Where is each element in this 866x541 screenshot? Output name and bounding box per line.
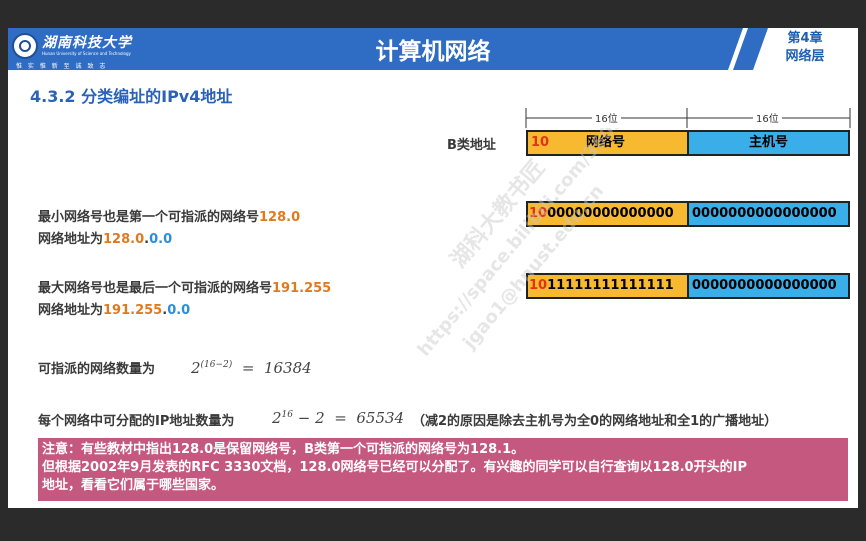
assignable-formula: 2(16−2) = 16384 <box>191 359 312 377</box>
note-line-3: 地址，看看它们属于哪些国家。 <box>42 478 225 493</box>
max-net-value: 191.255 <box>272 281 332 296</box>
min-net-addr-dot: . <box>144 232 150 247</box>
dim-left-label: 16位 <box>592 110 621 125</box>
logo-name: 湖南科技大学 <box>42 35 132 51</box>
min-net-addr-host: 0.0 <box>149 232 173 247</box>
class-prefix-bits: 10 <box>531 135 550 150</box>
host-field-label: 主机号 <box>748 135 788 150</box>
note-box: 注意：有些教材中指出128.0是保留网络号，B类第一个可指派的网络号为128.1… <box>38 438 848 501</box>
per-net-two: 2 <box>315 409 325 427</box>
min-net-line2: 网络地址为128.0.0.0 <box>38 228 172 247</box>
min-net-bits-host: 0000000000000000 <box>687 201 850 227</box>
network-field: 10 网络号 <box>526 130 689 156</box>
max-net-bits-network: 1011111111111111 <box>526 273 689 299</box>
max-net-line2: 网络地址为191.255.0.0 <box>38 299 190 318</box>
per-net-label: 每个网络中可分配的IP地址数量为 <box>38 414 235 429</box>
section-title: 4.3.2 分类编址的IPv4地址 <box>30 87 233 106</box>
per-net-explanation: （减2的原因是除去主机号为全0的网络地址和全1的广播地址） <box>412 414 778 429</box>
chapter-name: 网络层 <box>785 49 825 64</box>
min-net-addr-net: 128.0 <box>103 232 145 247</box>
min-net-line1: 最小网络号也是第一个可指派的网络号128.0 <box>38 206 300 225</box>
per-net-exp: 16 <box>281 410 293 420</box>
min-net-bits-prefix: 10 <box>529 206 548 221</box>
chapter-number: 第4章 <box>787 31 823 46</box>
watermark-line-2: https://space.bilibili.com/360996402 <box>414 128 668 360</box>
assignable-result: 16384 <box>263 359 312 377</box>
dim-right-label: 16位 <box>753 110 782 125</box>
per-net-base: 2 <box>272 409 282 427</box>
max-net-bits-net: 11111111111111 <box>547 278 674 293</box>
logo-motto: 惟 实 惟 新 至 诚 致 志 <box>16 63 108 70</box>
max-net-text: 最大网络号也是最后一个可指派的网络号 <box>38 281 273 296</box>
max-net-line1: 最大网络号也是最后一个可指派的网络号191.255 <box>38 277 331 296</box>
min-net-bits-net: 00000000000000 <box>547 206 674 221</box>
assignable-label: 可指派的网络数量为 <box>38 362 156 377</box>
max-net-bits-prefix: 10 <box>529 278 548 293</box>
class-b-label: B类地址 <box>447 138 496 153</box>
max-net-bits-host: 0000000000000000 <box>687 273 850 299</box>
note-line-2: 但根据2002年9月发表的RFC 3330文档，128.0网络号已经可以分配了。… <box>42 460 747 475</box>
per-net-minus: − <box>297 409 311 427</box>
min-net-value: 128.0 <box>259 210 301 225</box>
watermark: 湖科大教书匠 https://space.bilibili.com/360996… <box>414 128 668 360</box>
note-line-1: 注意：有些教材中指出128.0是保留网络号，B类第一个可指派的网络号为128.1… <box>42 442 525 457</box>
header-bar <box>8 28 768 70</box>
assignable-base: 2 <box>191 359 201 377</box>
slide-title: 计算机网络 <box>375 39 491 65</box>
host-field: 主机号 <box>687 130 850 156</box>
university-emblem-icon <box>12 33 38 59</box>
university-logo: 湖南科技大学 Hunan University of Science and T… <box>10 30 132 70</box>
max-net-addr-net: 191.255 <box>103 303 163 318</box>
slide: 湖南科技大学 Hunan University of Science and T… <box>8 28 858 508</box>
max-net-addr-dot: . <box>162 303 168 318</box>
min-net-addr-text: 网络地址为 <box>38 232 104 247</box>
max-net-addr-host: 0.0 <box>167 303 191 318</box>
bit-width-dimensions <box>525 108 851 128</box>
per-net-result: 65534 <box>356 409 405 427</box>
assignable-eq: = <box>241 359 255 377</box>
per-net-eq: = <box>334 409 347 427</box>
logo-english-name: Hunan University of Science and Technolo… <box>42 51 131 56</box>
min-net-bits-network: 1000000000000000 <box>526 201 689 227</box>
max-net-bits-host-value: 0000000000000000 <box>692 278 837 293</box>
max-net-addr-text: 网络地址为 <box>38 303 104 318</box>
chapter-label: 第4章 网络层 <box>772 30 838 70</box>
assignable-exp: (16−2) <box>200 360 233 370</box>
min-net-bits-host-value: 0000000000000000 <box>692 206 837 221</box>
network-field-label: 网络号 <box>586 135 626 150</box>
per-net-formula: 216 − 2 = 65534 <box>272 409 404 427</box>
min-net-text: 最小网络号也是第一个可指派的网络号 <box>38 210 260 225</box>
